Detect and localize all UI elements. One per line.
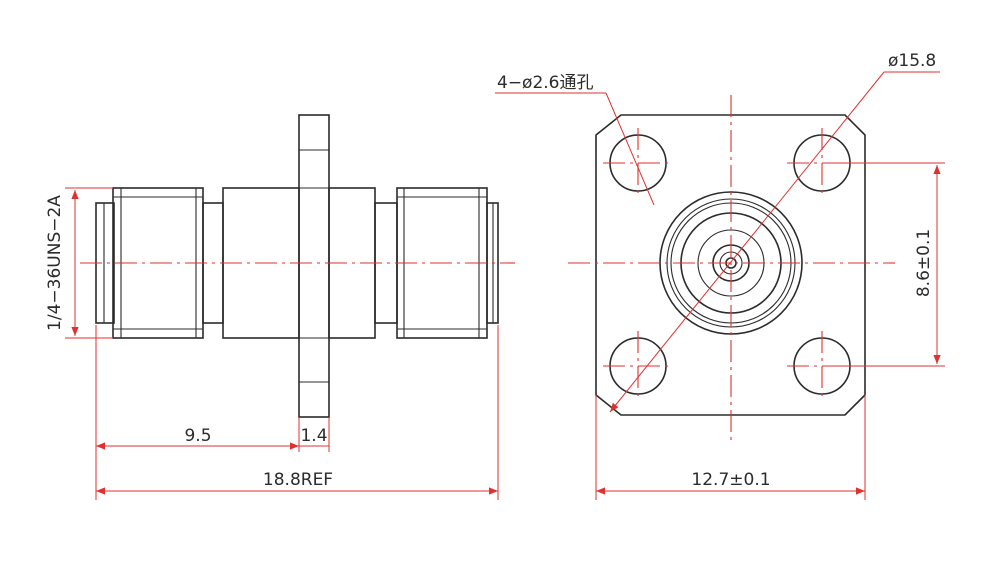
thread-spec-label: 1/4−36UNS−2A — [45, 195, 65, 331]
dim-body-length: 9.5 — [184, 426, 211, 446]
side-dimensions: 1/4−36UNS−2A 9.5 1.4 18.8REF — [45, 187, 499, 500]
side-view — [80, 114, 515, 418]
front-view — [568, 95, 895, 440]
hole-callout-label: 4−ø2.6通孔 — [497, 73, 594, 93]
dim-hole-spacing: 8.6±0.1 — [914, 229, 934, 297]
front-dimensions: 4−ø2.6通孔 ø15.8 8.6±0.1 12.7±0.1 — [495, 51, 945, 500]
dim-overall-length: 18.8REF — [263, 470, 333, 490]
dim-flange-thickness: 1.4 — [300, 426, 327, 446]
flange — [298, 114, 330, 418]
dim-flange-diameter: ø15.8 — [888, 51, 936, 71]
square-flange — [595, 114, 866, 416]
dim-flange-width: 12.7±0.1 — [691, 470, 770, 490]
